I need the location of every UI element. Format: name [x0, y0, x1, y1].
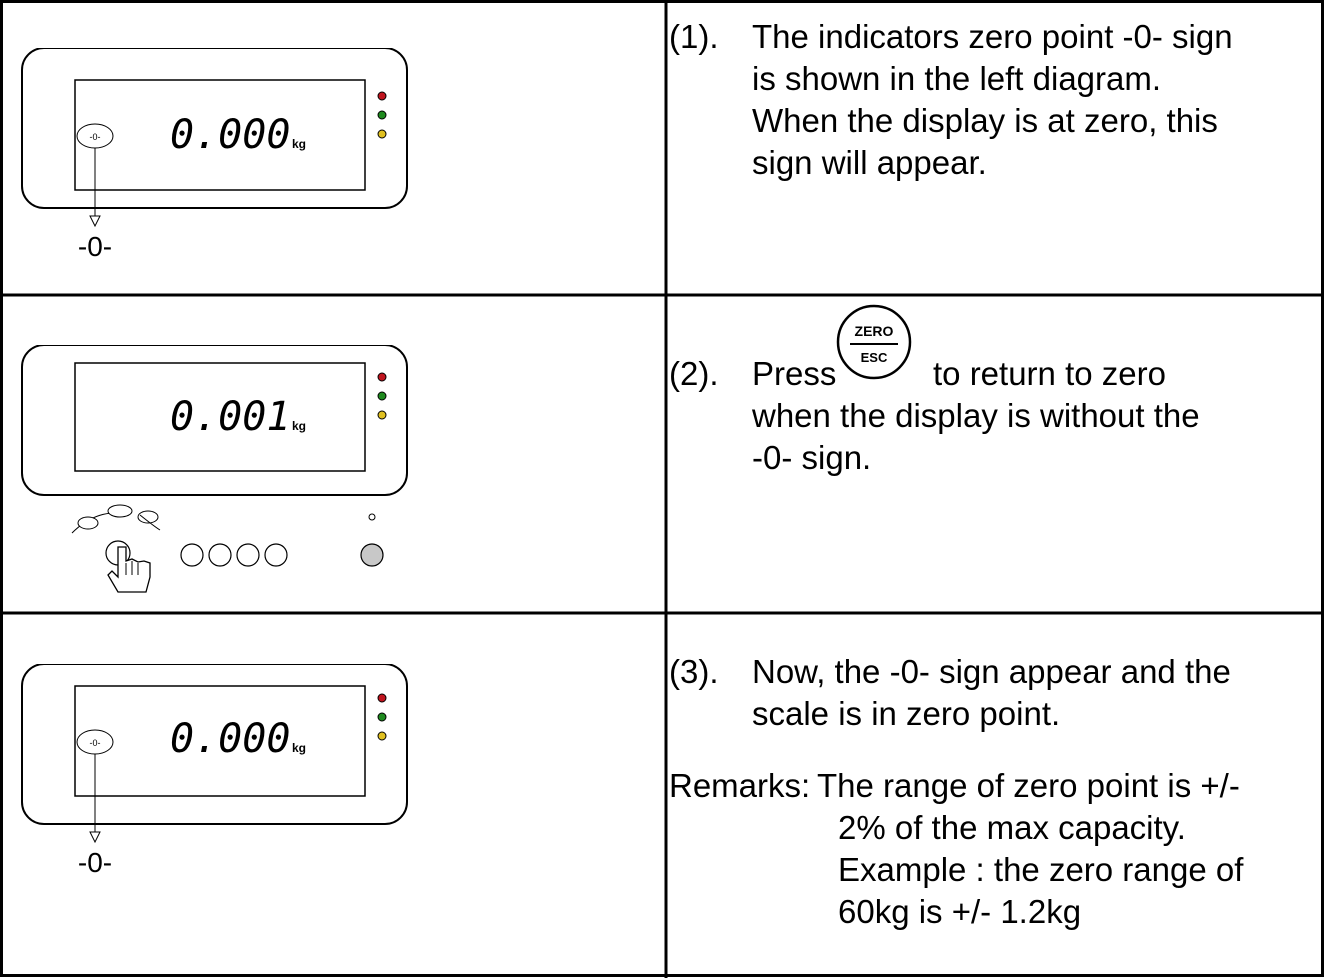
step-number: (1).	[669, 18, 719, 55]
step-number: (2).	[669, 355, 719, 392]
instruction-line: scale is in zero point.	[752, 695, 1061, 732]
svg-text:ESC: ESC	[861, 350, 888, 365]
key-button	[236, 543, 260, 567]
green-led-icon	[377, 110, 387, 120]
yellow-led-icon	[377, 410, 387, 420]
green-led-icon	[377, 391, 387, 401]
arrow-down-icon	[89, 215, 101, 228]
power-led-icon	[368, 513, 376, 521]
key-button	[264, 543, 288, 567]
display-value: 0.001	[170, 394, 290, 440]
indicator-diagram-zero: 0.000 kg -0- -0-	[21, 48, 408, 262]
key-button	[180, 543, 204, 567]
remarks-label: Remarks:	[669, 767, 811, 804]
yellow-led-icon	[377, 129, 387, 139]
indicator-diagram-keypad: 0.001 kg	[21, 345, 408, 593]
display-unit: kg	[292, 741, 306, 755]
display-unit: kg	[292, 137, 306, 151]
pointing-hand-icon	[107, 546, 151, 593]
zero-sign-label: -0-	[78, 231, 112, 262]
zero-sign-inline: -0-	[889, 653, 930, 690]
green-led-icon	[377, 712, 387, 722]
remarks-line: 60kg is +/- 1.2kg	[838, 893, 1082, 930]
instruction-line: Now, the -0- sign appear and the	[752, 653, 1231, 690]
remarks-line: The range of zero point is +/-	[817, 767, 1240, 804]
instruction-line: sign will appear.	[752, 144, 987, 181]
instruction-line: is shown in the left diagram.	[752, 60, 1162, 97]
power-button	[360, 543, 384, 567]
remarks-line: 2% of the max capacity.	[838, 809, 1186, 846]
instruction-line: When the display is at zero, this	[752, 102, 1218, 139]
instruction-line: -0- sign.	[752, 439, 872, 476]
yellow-led-icon	[377, 731, 387, 741]
instruction-line: when the display is without the	[752, 397, 1200, 434]
instruction-line: The indicators zero point -0- sign	[752, 18, 1233, 55]
svg-text:ZERO: ZERO	[855, 323, 894, 339]
instruction-line: Press	[752, 355, 837, 392]
zero-sign-inline: -0-	[1122, 18, 1163, 55]
step-number: (3).	[669, 653, 719, 690]
display-value: 0.000	[170, 716, 290, 762]
indicator-diagram-zero: 0.000 kg -0- -0-	[21, 664, 408, 878]
arrow-down-icon	[89, 831, 101, 844]
red-led-icon	[377, 91, 387, 101]
red-led-icon	[377, 693, 387, 703]
display-value: 0.000	[170, 112, 290, 158]
zero-esc-key-icon: ZERO ESC	[836, 304, 912, 380]
zero-sign-inline: -0-	[752, 439, 793, 476]
zero-sign-label: -0-	[78, 847, 112, 878]
red-led-icon	[377, 372, 387, 382]
display-unit: kg	[292, 419, 306, 433]
svg-text:-0-: -0-	[90, 132, 101, 142]
instruction-line: to return to zero	[933, 355, 1166, 392]
key-button	[208, 543, 232, 567]
svg-text:-0-: -0-	[90, 738, 101, 748]
remarks-line: Example : the zero range of	[838, 851, 1244, 888]
